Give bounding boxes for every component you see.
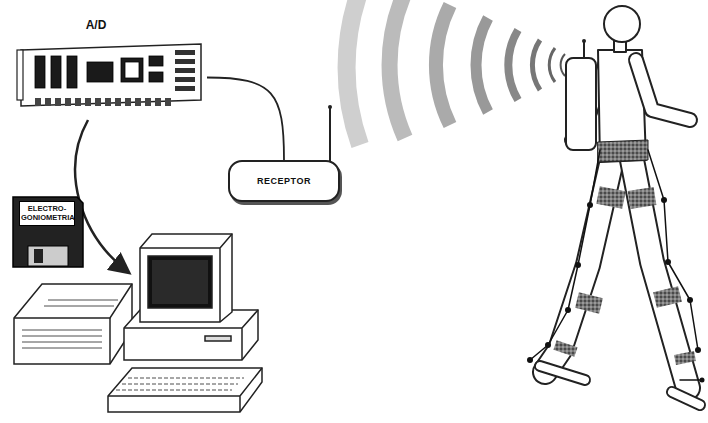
radio-waves bbox=[347, 0, 572, 145]
disk-label-text: ELECTRO- GONIOMETRIA bbox=[21, 204, 73, 222]
ad-card: A/D bbox=[15, 18, 207, 114]
antenna bbox=[329, 108, 331, 162]
box-label: RECEPTOR bbox=[257, 176, 311, 186]
disk-label: ELECTRO- GONIOMETRIA bbox=[19, 201, 75, 226]
receptor-box: RECEPTOR bbox=[228, 160, 340, 202]
card-drawing bbox=[15, 36, 207, 114]
walking-subject bbox=[527, 6, 705, 405]
card-label: A/D bbox=[15, 18, 207, 32]
computer bbox=[14, 234, 262, 412]
floppy-disk: ELECTRO- GONIOMETRIA bbox=[12, 196, 84, 268]
antenna-tip bbox=[328, 105, 332, 109]
cable bbox=[207, 78, 284, 160]
